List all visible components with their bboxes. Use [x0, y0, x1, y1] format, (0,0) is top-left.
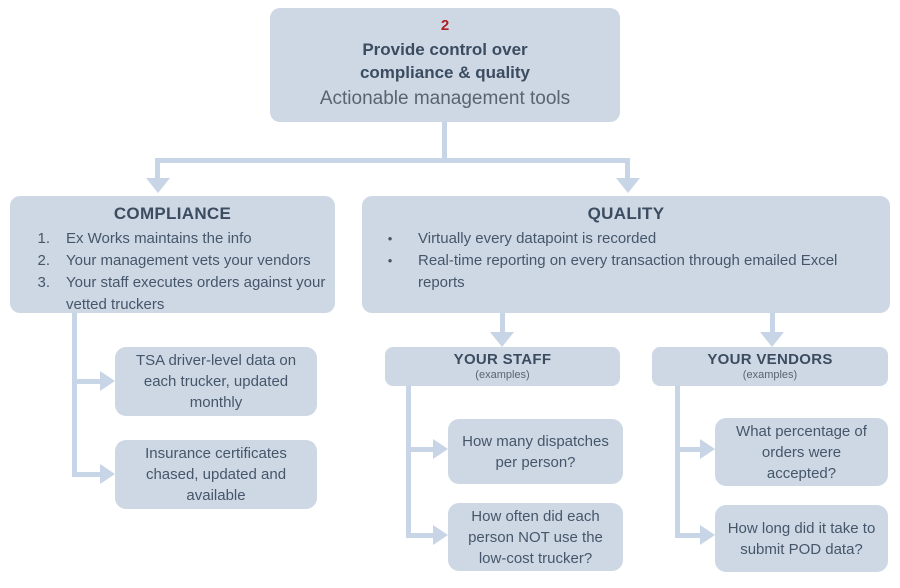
node-not-low-cost-trucker: How often did each person NOT use the lo… [448, 503, 623, 571]
list-item: • Virtually every datapoint is recorded [384, 228, 864, 250]
compliance-list: 1. Ex Works maintains the info 2. Your m… [10, 228, 335, 316]
node-orders-accepted: What percentage of orders were accepted? [715, 418, 888, 486]
arrow-right-to-staff-child1-icon [433, 439, 448, 459]
list-item: 1. Ex Works maintains the info [30, 228, 327, 250]
step-number: 2 [440, 17, 450, 34]
quality-title: QUALITY [587, 204, 665, 223]
list-item: 3. Your staff executes orders against yo… [30, 272, 327, 316]
list-marker: 2. [37, 252, 50, 269]
node-tsa-data: TSA driver-level data on each trucker, u… [115, 347, 317, 416]
list-marker: 3. [37, 274, 50, 291]
connector-vendors-child1-branch [675, 447, 701, 452]
connector-root-split-bar [155, 158, 630, 163]
your-staff-title: YOUR STAFF [453, 351, 552, 368]
your-vendors-title: YOUR VENDORS [707, 351, 833, 368]
node-your-staff: YOUR STAFF (examples) [385, 347, 620, 386]
arrow-down-to-your-staff-icon [490, 332, 514, 347]
node-compliance: COMPLIANCE 1. Ex Works maintains the inf… [10, 196, 335, 313]
list-item: 2. Your management vets your vendors [30, 250, 327, 272]
root-title: Provide control over compliance & qualit… [359, 40, 531, 82]
node-text: How long did it take to submit POD data? [727, 519, 876, 558]
node-text: Insurance certificates chased, updated a… [145, 445, 287, 504]
arrow-right-to-vendors-child1-icon [700, 439, 715, 459]
list-item-text: Ex Works maintains the info [66, 230, 252, 247]
arrow-right-to-tsa-icon [100, 371, 115, 391]
arrow-right-to-staff-child2-icon [433, 525, 448, 545]
connector-root-stem [442, 120, 447, 162]
connector-staff-stub [500, 313, 505, 334]
list-item: • Real-time reporting on every transacti… [384, 250, 864, 294]
connector-staff-children-stem [406, 386, 411, 538]
list-marker: 1. [37, 230, 50, 247]
node-text: TSA driver-level data on each trucker, u… [135, 352, 297, 411]
connector-insurance-branch [72, 472, 102, 477]
bullet-icon: • [387, 253, 393, 268]
node-text: How often did each person NOT use the lo… [468, 507, 603, 567]
node-quality: QUALITY • Virtually every datapoint is r… [362, 196, 890, 313]
arrow-down-to-compliance-icon [146, 178, 170, 193]
arrow-right-to-vendors-child2-icon [700, 525, 715, 545]
your-staff-subtitle: (examples) [475, 369, 530, 381]
connector-quality-stub [625, 158, 630, 179]
arrow-right-to-insurance-icon [100, 464, 115, 484]
root-subtitle: Actionable management tools [319, 88, 571, 109]
connector-vendors-child2-branch [675, 533, 701, 538]
quality-list: • Virtually every datapoint is recorded … [362, 228, 890, 294]
arrow-down-to-your-vendors-icon [760, 332, 784, 347]
connector-vendors-stub [770, 313, 775, 334]
node-insurance-certificates: Insurance certificates chased, updated a… [115, 440, 317, 509]
bullet-icon: • [387, 231, 393, 246]
list-item-text: Virtually every datapoint is recorded [418, 230, 657, 247]
node-pod-data-time: How long did it take to submit POD data? [715, 505, 888, 572]
node-provide-control: 2 Provide control over compliance & qual… [270, 8, 620, 122]
connector-tsa-branch [72, 379, 102, 384]
connector-compliance-children-stem [72, 313, 77, 477]
node-text: What percentage of orders were accepted? [736, 422, 867, 482]
connector-compliance-stub [155, 158, 160, 179]
connector-vendors-children-stem [675, 386, 680, 538]
node-your-vendors: YOUR VENDORS (examples) [652, 347, 888, 386]
node-text: How many dispatches per person? [462, 432, 609, 471]
compliance-title: COMPLIANCE [113, 204, 232, 223]
arrow-down-to-quality-icon [616, 178, 640, 193]
connector-staff-child2-branch [406, 533, 434, 538]
list-item-text: Your staff executes orders against your … [66, 274, 326, 313]
list-item-text: Your management vets your vendors [66, 252, 311, 269]
node-dispatches-per-person: How many dispatches per person? [448, 419, 623, 484]
your-vendors-subtitle: (examples) [742, 369, 798, 381]
list-item-text: Real-time reporting on every transaction… [418, 252, 838, 291]
connector-staff-child1-branch [406, 447, 434, 452]
